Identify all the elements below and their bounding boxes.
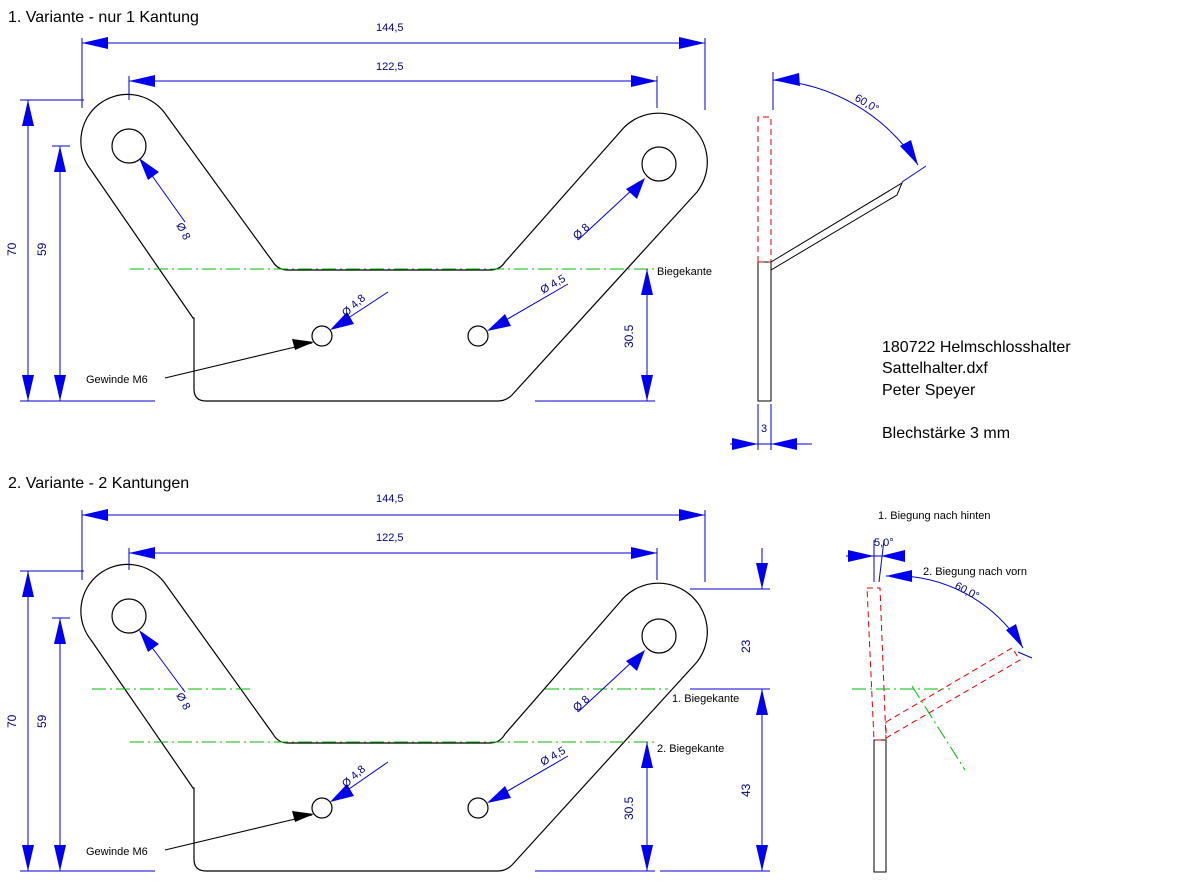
v2-dim-top-offset: 23 — [690, 548, 770, 653]
v2-bend1-note: 1. Biegung nach hinten — [878, 510, 991, 522]
svg-text:Gewinde M6: Gewinde M6 — [86, 846, 148, 858]
svg-text:70: 70 — [5, 242, 19, 256]
v1-hole-left — [111, 128, 147, 164]
v2-dim-overall-width: 144,5 — [81, 493, 706, 582]
v2-hole-right — [641, 618, 677, 654]
v2-dim-height: 70 — [5, 570, 155, 872]
variant-1-part-outline — [80, 93, 708, 402]
v1-dim-bend-height: 30.5 — [535, 269, 655, 402]
v1-dim-hole-spacing: 122,5 — [128, 61, 658, 108]
v2-small-hole — [467, 797, 489, 819]
v1-dim-overall-width: 144,5 — [81, 22, 706, 110]
v1-callout-hole-left: Ø 8 — [139, 158, 192, 242]
svg-text:Ø 4,8: Ø 4,8 — [340, 763, 368, 790]
v2-dim-hole-spacing: 122,5 — [128, 532, 658, 580]
v2-bend1-label: 1. Biegekante — [672, 693, 739, 705]
v1-small-hole — [467, 325, 489, 347]
v1-bend-label: Biegekante — [657, 266, 712, 278]
v1-dim-height: 70 — [5, 99, 155, 402]
svg-text:70: 70 — [5, 714, 19, 728]
svg-text:122,5: 122,5 — [376, 61, 404, 73]
svg-text:59: 59 — [35, 714, 49, 728]
v2-callout-hole-right: Ø 8 — [571, 650, 645, 714]
svg-text:Ø 8: Ø 8 — [173, 691, 192, 712]
svg-text:3: 3 — [761, 423, 767, 435]
svg-text:122,5: 122,5 — [376, 532, 404, 544]
variant-2-part-outline — [80, 563, 708, 872]
info-author: Peter Speyer — [882, 382, 976, 399]
svg-text:5,0°: 5,0° — [874, 537, 894, 549]
svg-text:Ø 8: Ø 8 — [571, 693, 592, 714]
svg-text:Ø 4,8: Ø 4,8 — [340, 292, 368, 319]
v2-dim-bend2-height: 30.5 — [535, 742, 655, 872]
svg-text:43: 43 — [739, 783, 753, 797]
v2-callout-small-left: Ø 4,8 — [330, 761, 389, 802]
svg-text:59: 59 — [35, 242, 49, 256]
v2-bend2-label: 2. Biegekante — [657, 743, 724, 755]
v2-callout-small-right: Ø 4,5 — [487, 745, 569, 803]
variant-1-title: 1. Variante - nur 1 Kantung — [8, 9, 199, 26]
info-thickness: Blechstärke 3 mm — [882, 425, 1010, 442]
v1-callout-small-left: Ø 4,8 — [330, 291, 389, 330]
v2-thread-hole — [311, 797, 333, 819]
v2-bend2-note: 2. Biegung nach vorn — [923, 566, 1027, 578]
variant-2-title: 2. Variante - 2 Kantungen — [8, 475, 189, 492]
svg-text:Ø 8: Ø 8 — [173, 221, 192, 242]
v1-thread-leader: Gewinde M6 — [86, 339, 314, 386]
v1-callout-hole-right: Ø 8 — [571, 178, 645, 242]
v2-hole-left — [111, 598, 147, 634]
v2-thread-leader: Gewinde M6 — [86, 811, 314, 858]
svg-text:60,0°: 60,0° — [953, 580, 981, 603]
v2-side-view: 5,0° 60,0° 1. Biegung nach hinten 2. Bie… — [846, 510, 1033, 873]
info-project: 180722 Helmschlosshalter — [882, 339, 1071, 356]
svg-text:30.5: 30.5 — [622, 324, 636, 348]
svg-text:23: 23 — [739, 639, 753, 653]
variant-2: 2. Variante - 2 Kantungen 1. Biegekante … — [5, 475, 1033, 873]
variant-1: 1. Variante - nur 1 Kantung Biegekante 1… — [5, 9, 927, 450]
info-block: 180722 Helmschlosshalter Sattelhalter.dx… — [882, 339, 1071, 442]
info-filename: Sattelhalter.dxf — [882, 360, 988, 377]
svg-text:Ø 8: Ø 8 — [571, 221, 592, 242]
v2-callout-hole-left: Ø 8 — [139, 630, 192, 712]
svg-text:144,5: 144,5 — [376, 493, 404, 505]
v2-dim-bend1-height: 43 — [660, 688, 770, 872]
svg-text:Gewinde M6: Gewinde M6 — [86, 374, 148, 386]
v1-callout-small-right: Ø 4,5 — [487, 273, 569, 331]
v1-dim-hole-height: 59 — [35, 145, 70, 401]
v1-hole-right — [641, 146, 677, 182]
svg-text:144,5: 144,5 — [376, 22, 404, 34]
svg-text:30.5: 30.5 — [622, 796, 636, 820]
v2-dim-hole-height: 59 — [35, 617, 70, 871]
v1-thread-hole — [311, 325, 333, 347]
